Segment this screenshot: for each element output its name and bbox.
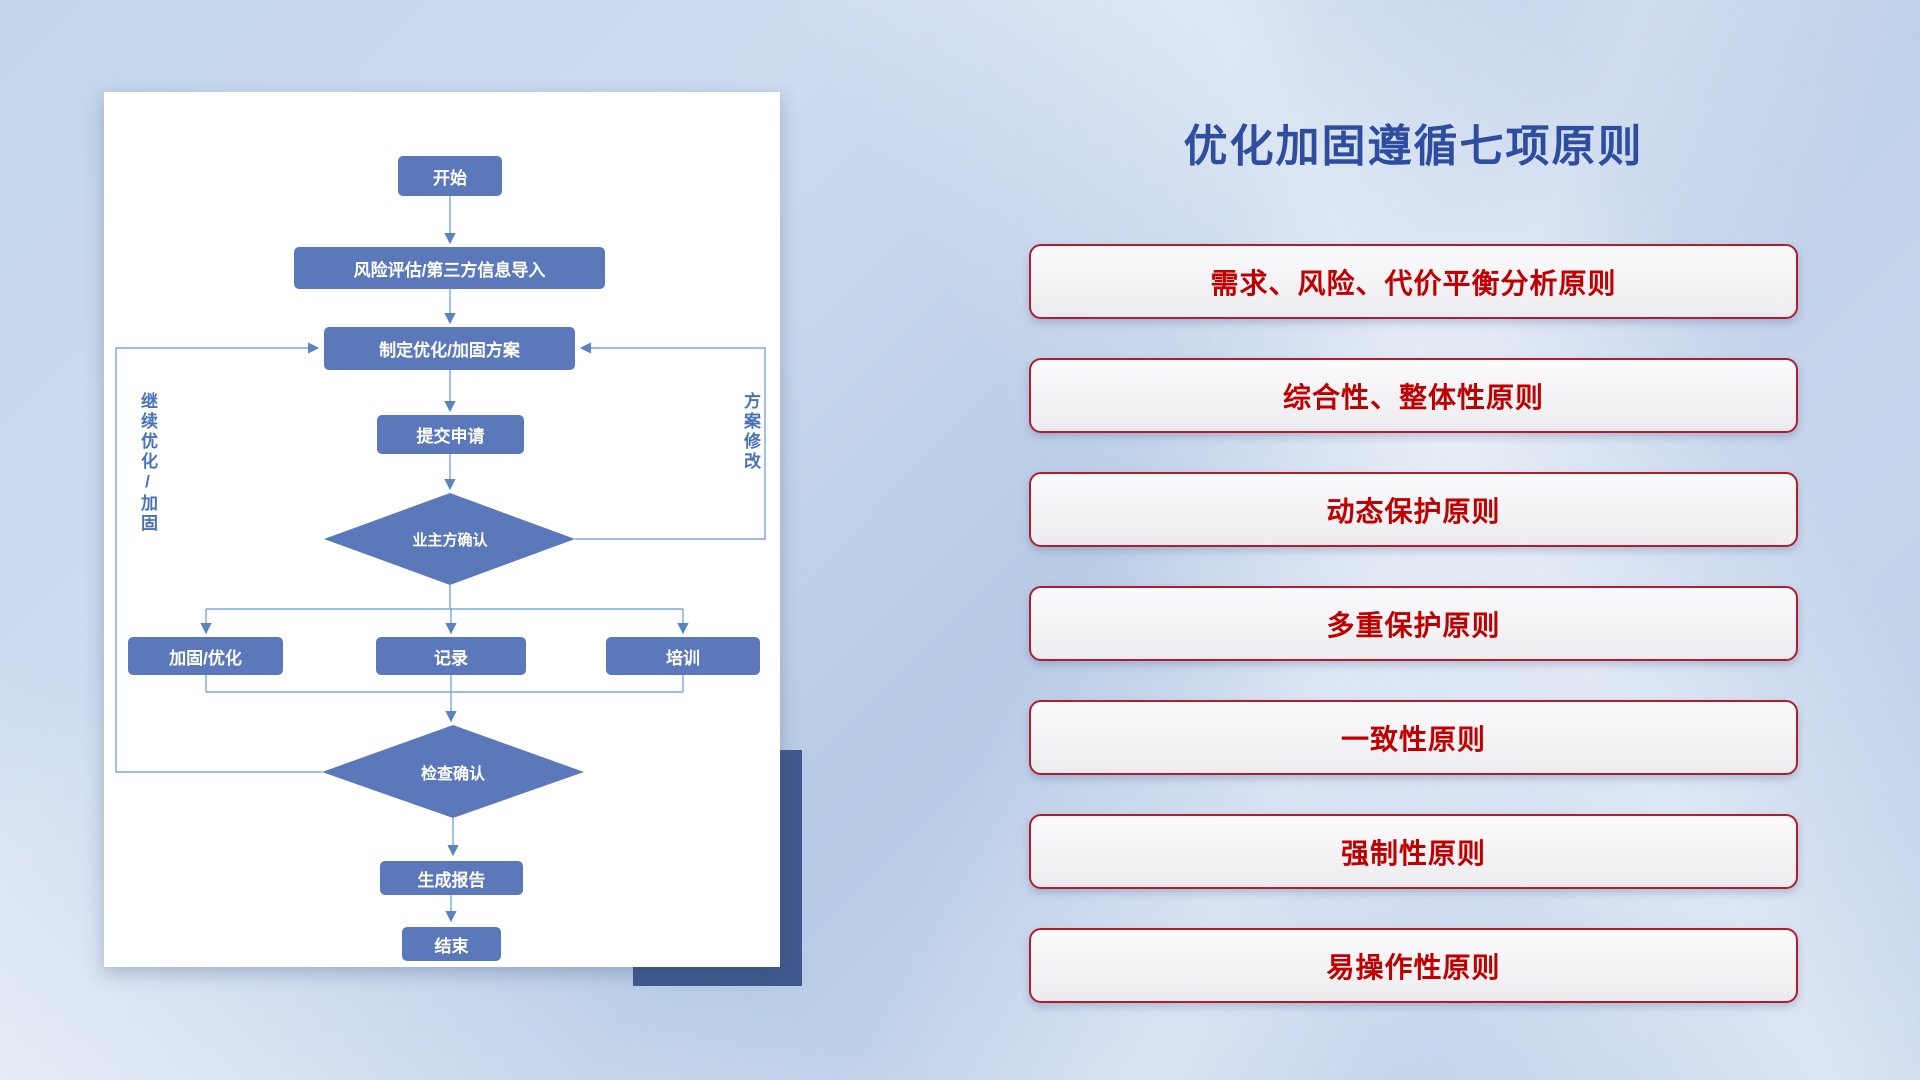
principle-item: 需求、风险、代价平衡分析原则 bbox=[1029, 244, 1798, 319]
decision-diamonds bbox=[322, 493, 584, 818]
flow-node-reinforce-optimize: 加固/优化 bbox=[128, 637, 283, 675]
principle-item: 多重保护原则 bbox=[1029, 586, 1798, 661]
flow-node-risk-assessment: 风险评估/第三方信息导入 bbox=[294, 247, 605, 289]
flow-node-generate-report: 生成报告 bbox=[380, 861, 523, 895]
flow-node-submit-application: 提交申请 bbox=[377, 415, 524, 454]
flow-node-start: 开始 bbox=[398, 156, 502, 196]
principle-item: 一致性原则 bbox=[1029, 700, 1798, 775]
principle-item: 动态保护原则 bbox=[1029, 472, 1798, 547]
flowchart-connectors bbox=[115, 196, 766, 923]
flow-node-training: 培训 bbox=[606, 637, 760, 675]
flowchart-card: 开始 风险评估/第三方信息导入 制定优化/加固方案 提交申请 业主方确认 加固/… bbox=[104, 92, 780, 967]
principle-item: 易操作性原则 bbox=[1029, 928, 1798, 1003]
principles-panel: 优化加固遵循七项原则 需求、风险、代价平衡分析原则 综合性、整体性原则 动态保护… bbox=[1029, 0, 1798, 1080]
flow-node-end: 结束 bbox=[402, 927, 501, 961]
flow-node-owner-confirm-label: 业主方确认 bbox=[412, 531, 488, 549]
left-loop-label: 继续优化/加固 bbox=[138, 392, 157, 534]
flow-node-record: 记录 bbox=[376, 637, 526, 675]
page-title: 优化加固遵循七项原则 bbox=[1183, 122, 1644, 171]
owner-confirm-diamond bbox=[324, 493, 575, 585]
principle-item: 综合性、整体性原则 bbox=[1029, 358, 1798, 433]
connector-lines bbox=[115, 196, 766, 923]
right-loop-label: 方案修改 bbox=[741, 392, 760, 472]
flow-node-check-confirm-label: 检查确认 bbox=[420, 766, 485, 783]
check-confirm-diamond bbox=[322, 725, 584, 818]
flow-node-make-plan: 制定优化/加固方案 bbox=[324, 327, 575, 370]
principles-list: 需求、风险、代价平衡分析原则 综合性、整体性原则 动态保护原则 多重保护原则 一… bbox=[1029, 244, 1798, 1003]
principle-item: 强制性原则 bbox=[1029, 814, 1798, 889]
